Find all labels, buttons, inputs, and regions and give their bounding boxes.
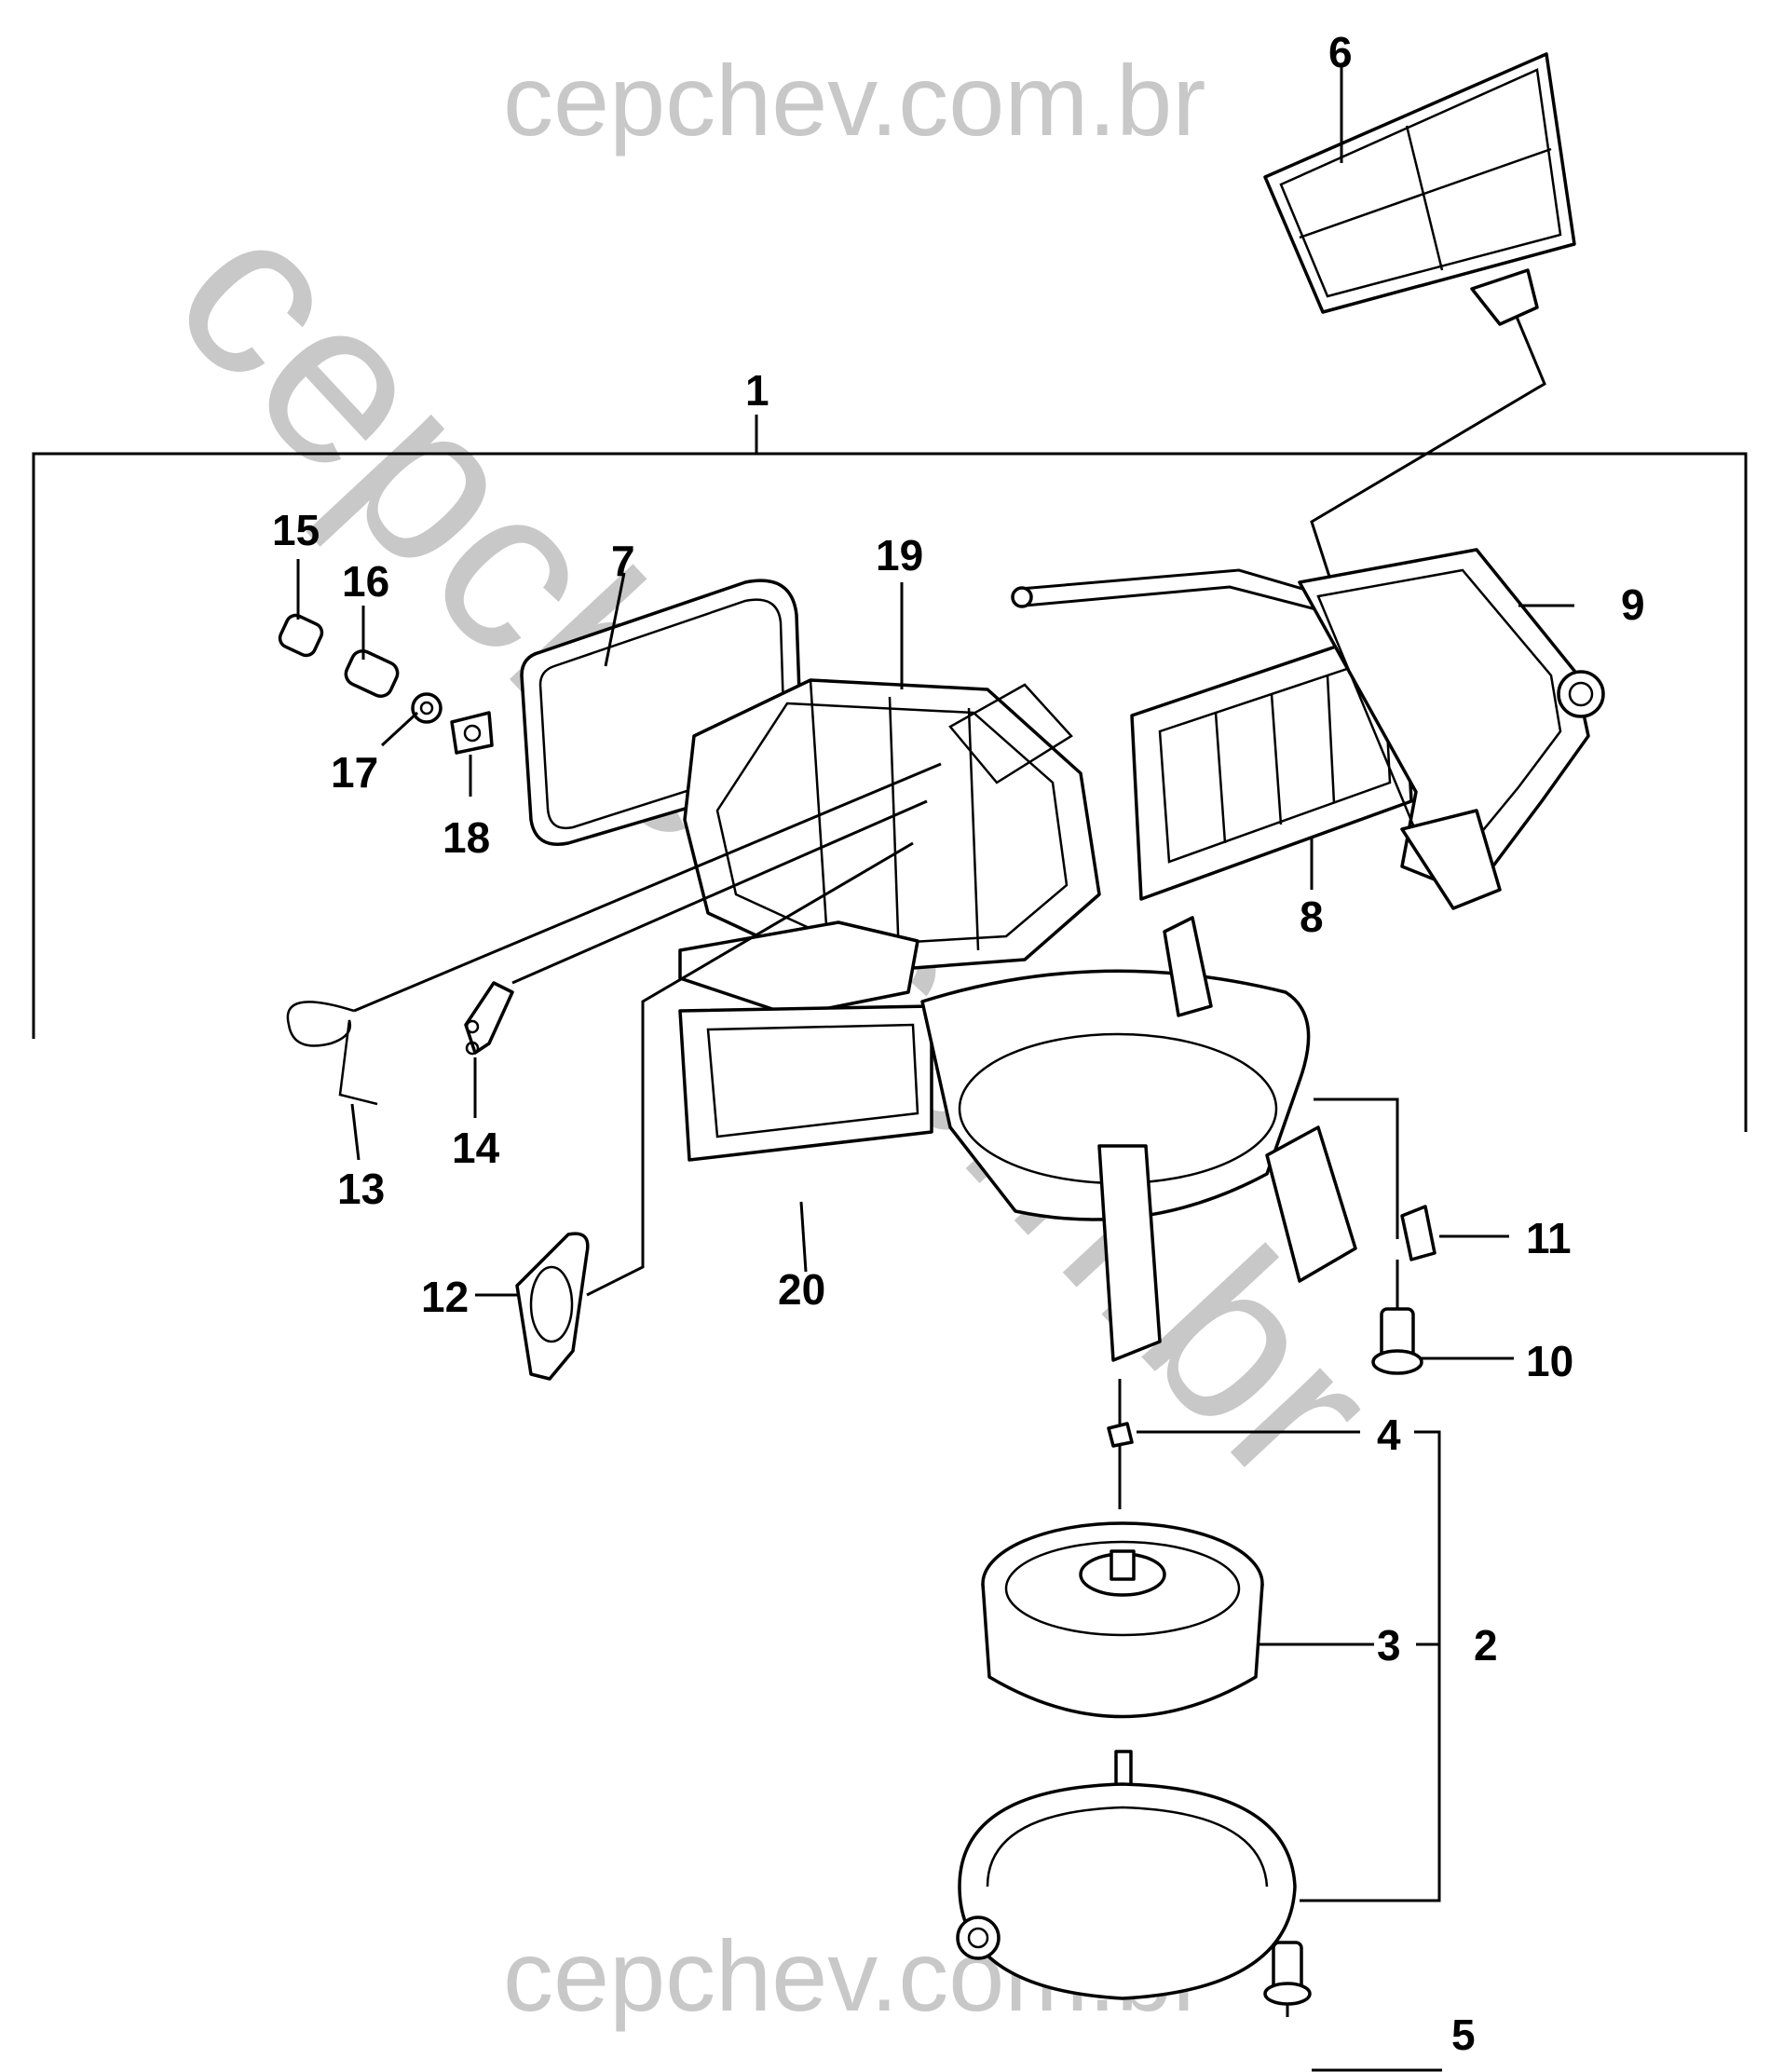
callout-4: 4 — [1377, 1411, 1401, 1459]
callout-2: 2 — [1474, 1621, 1498, 1670]
callout-9: 9 — [1621, 580, 1645, 629]
assembly-bracket — [32, 415, 1748, 1132]
callout-6: 6 — [1328, 28, 1353, 76]
heater-case-part-9 — [1298, 548, 1605, 910]
callout-7: 7 — [611, 537, 635, 585]
callouts: 1 6 7 19 9 8 15 16 17 18 13 14 12 20 11 … — [272, 28, 1645, 2059]
callout-14: 14 — [452, 1124, 500, 1172]
callout-15: 15 — [272, 506, 320, 554]
watermark-top: cepchev.com.br — [503, 44, 1205, 157]
callout-13: 13 — [337, 1165, 385, 1213]
clip-part-4 — [1107, 1379, 1134, 1509]
callout-20: 20 — [778, 1265, 825, 1314]
washer-part-17 — [411, 692, 442, 724]
callout-12: 12 — [421, 1273, 469, 1321]
callout-16: 16 — [342, 557, 389, 606]
blower-housing-part-20 — [678, 916, 1357, 1362]
blower-motor-part-2 — [956, 1750, 1297, 2000]
callout-11: 11 — [1526, 1214, 1572, 1262]
blower-wheel-part-3 — [981, 1521, 1264, 1719]
plug-part-15 — [278, 613, 324, 658]
wire-part-13 — [286, 762, 942, 1106]
screw-part-5 — [1263, 1941, 1312, 2006]
callout-5: 5 — [1451, 2011, 1476, 2059]
clip-part-11 — [1400, 1205, 1436, 1261]
bushing-part-16 — [344, 648, 400, 699]
callout-18: 18 — [442, 813, 490, 862]
clip-part-18 — [450, 711, 494, 755]
callout-1: 1 — [745, 366, 769, 415]
callout-3: 3 — [1377, 1621, 1401, 1670]
filter-part-6 — [1263, 52, 1576, 644]
callout-10: 10 — [1526, 1337, 1573, 1385]
link-part-14 — [464, 799, 928, 1056]
callout-8: 8 — [1300, 893, 1324, 941]
callout-19: 19 — [876, 531, 923, 579]
evaporator-part-8 — [1011, 568, 1413, 901]
screw-part-10 — [1371, 1307, 1423, 1375]
callout-17: 17 — [331, 748, 378, 797]
leader-lines — [296, 65, 1574, 2072]
flange-part-12 — [515, 841, 914, 1381]
